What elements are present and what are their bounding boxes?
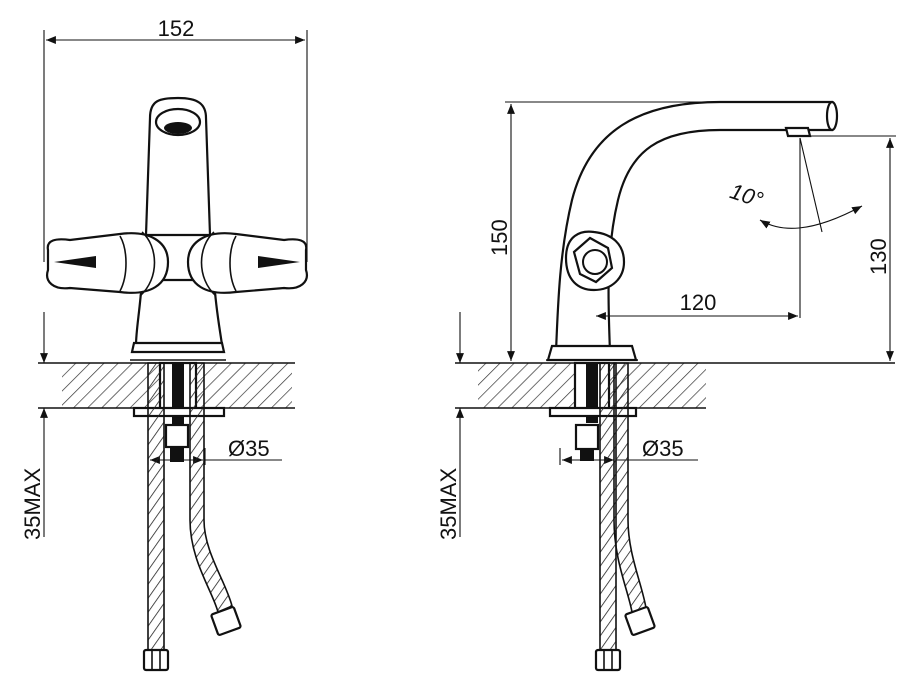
side-hoses (594, 362, 656, 672)
front-width-dimension: 152 (43, 16, 308, 262)
front-hole-label: Ø35 (228, 436, 270, 461)
side-countertop (455, 362, 895, 409)
front-view: 35MAX 152 (20, 16, 308, 672)
side-height-dimension: 150 (487, 101, 830, 361)
side-angle-label: 10° (727, 178, 767, 212)
side-angle-dimension: 10° (727, 137, 863, 318)
front-thickness-label: 35MAX (20, 468, 45, 540)
side-outlet-height-label: 130 (866, 238, 891, 275)
side-hole-dimension: Ø35 (559, 436, 698, 465)
side-reach-label: 120 (680, 290, 717, 315)
front-left-handle (46, 231, 170, 297)
front-spout (130, 96, 226, 361)
front-thickness-dimension: 35MAX (20, 312, 48, 540)
side-view: 35MAX 150 130 (436, 100, 896, 672)
side-thickness-label: 35MAX (436, 468, 461, 540)
side-thickness-dimension: 35MAX (436, 312, 464, 540)
front-hoses (142, 362, 242, 672)
side-hole-label: Ø35 (642, 436, 684, 461)
front-width-label: 152 (158, 16, 195, 41)
side-handle (564, 230, 626, 292)
side-height-label: 150 (487, 219, 512, 256)
side-reach-dimension: 120 (596, 290, 798, 320)
side-outlet-height-dimension: 130 (800, 135, 896, 361)
front-hole-dimension: Ø35 (147, 436, 282, 465)
front-right-handle (186, 231, 308, 297)
